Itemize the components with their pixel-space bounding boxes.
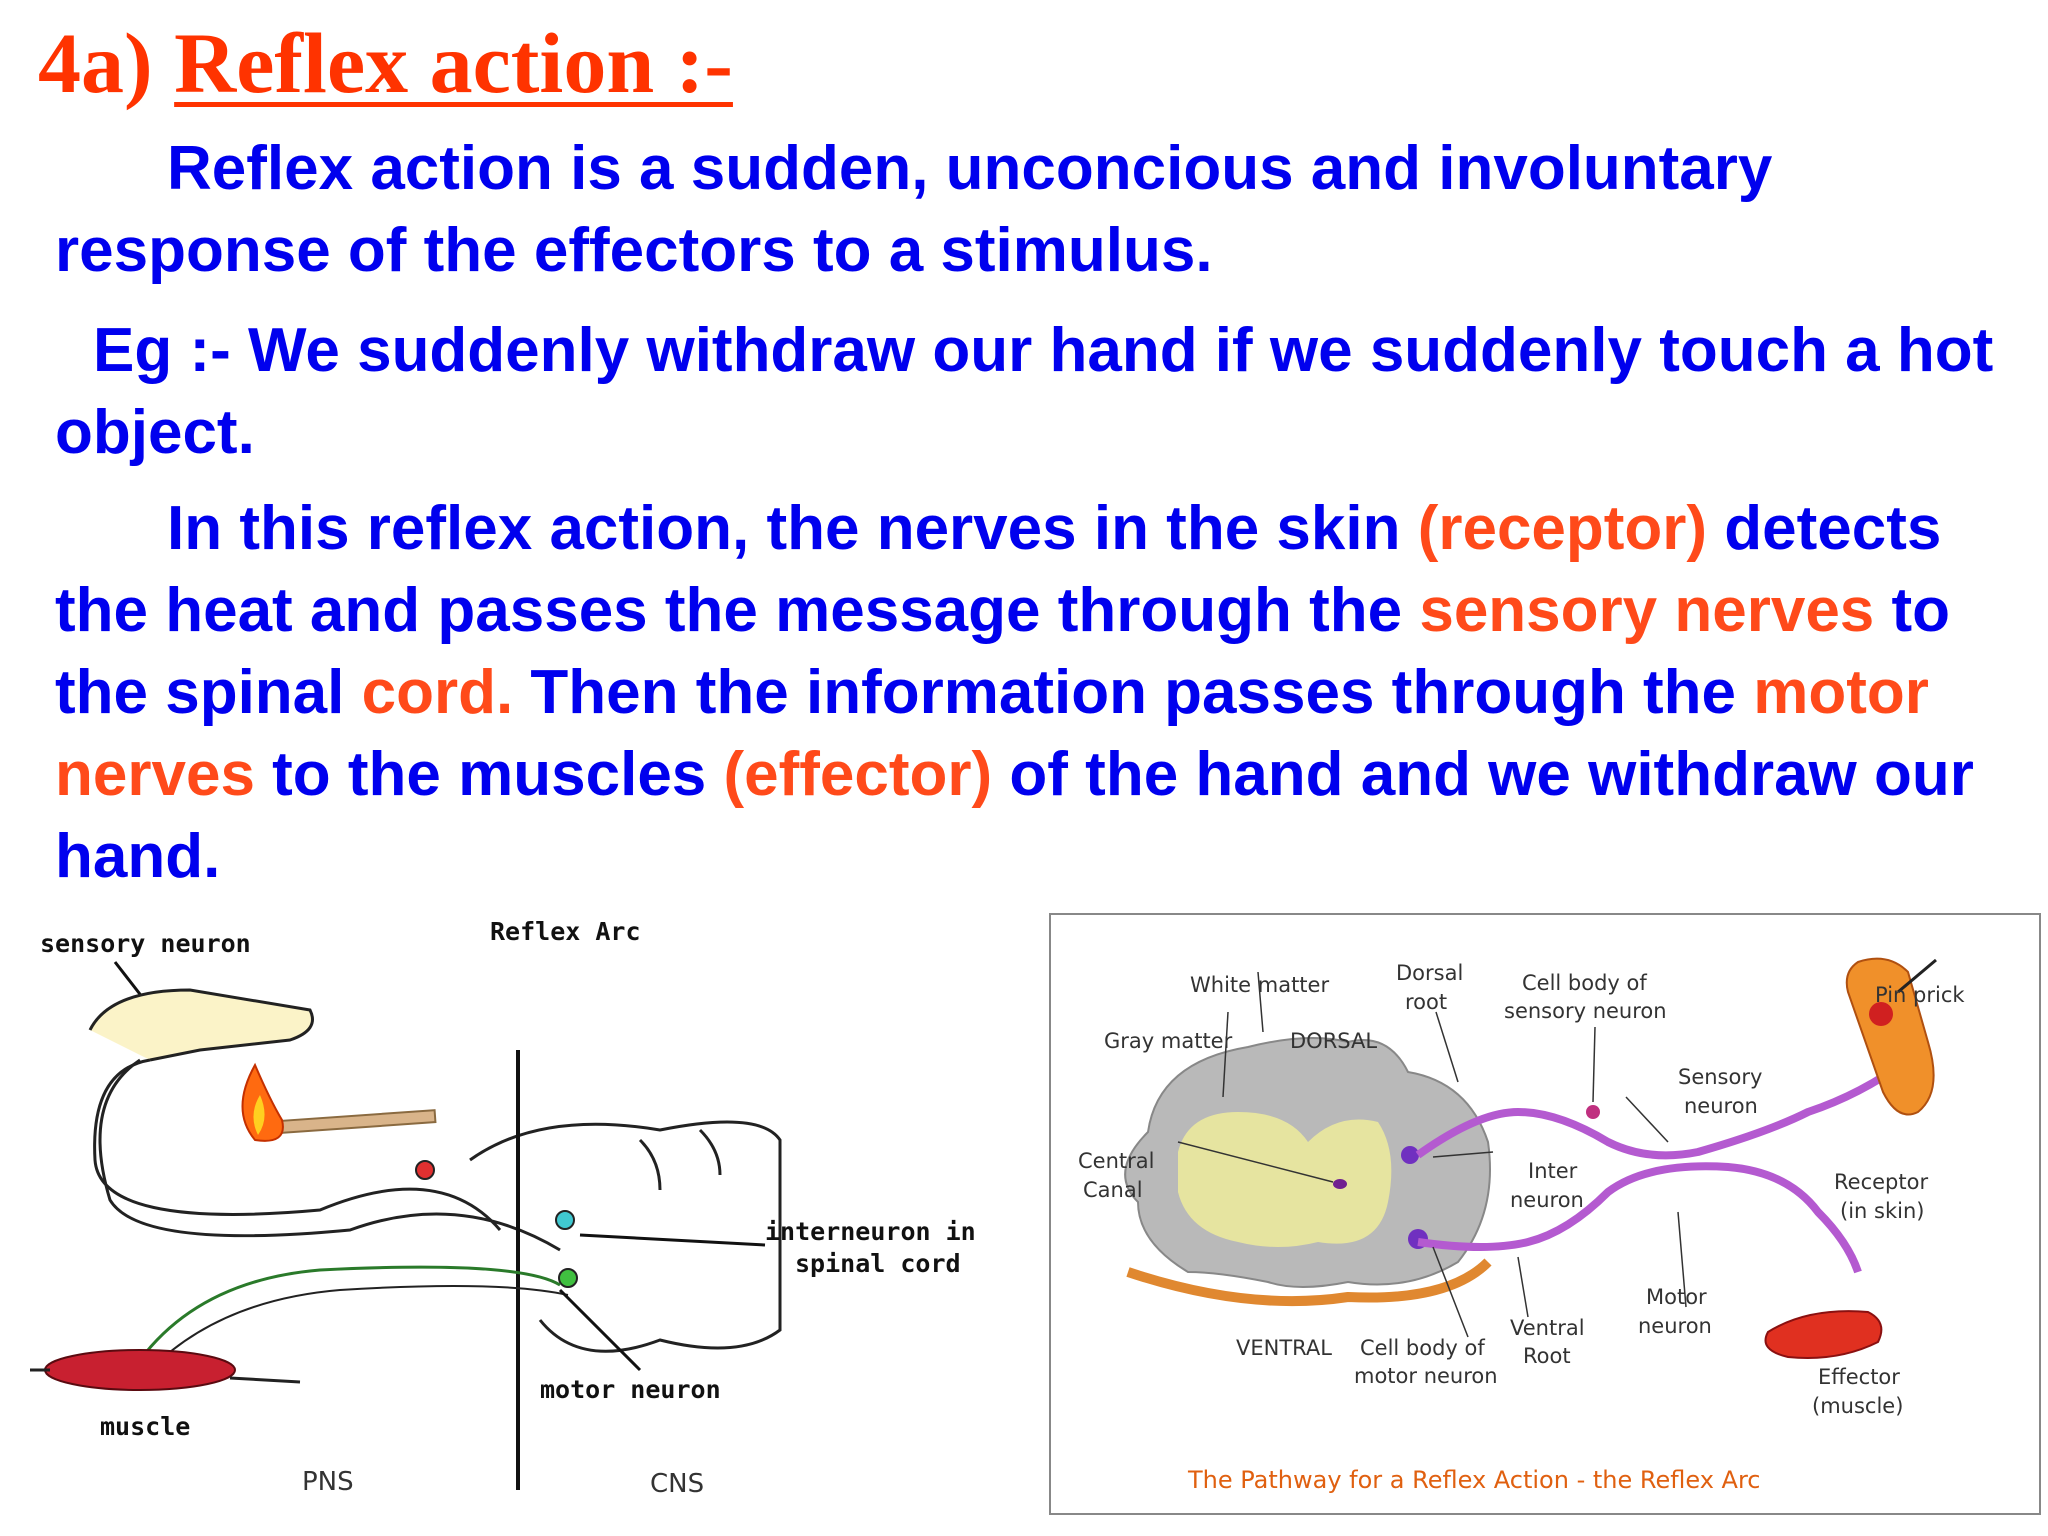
interneuron-label-1: interneuron in bbox=[765, 1217, 976, 1246]
spinal-cord-edge bbox=[1126, 1258, 1492, 1307]
sensory-nerves-highlight: sensory nerves bbox=[1419, 576, 1875, 645]
pin-prick-spot-icon bbox=[1869, 1002, 1893, 1026]
dorsal-root-label-2: root bbox=[1405, 990, 1447, 1014]
motor-neuron-cell-icon bbox=[558, 1268, 578, 1288]
heading-number: 4a) bbox=[38, 15, 153, 111]
sensory-neuron-right-label-1: Sensory bbox=[1678, 1065, 1762, 1089]
effector-label-1: Effector bbox=[1818, 1365, 1900, 1389]
receptor-label-1: Receptor bbox=[1834, 1170, 1928, 1194]
central-canal-label-2: Canal bbox=[1083, 1178, 1143, 1202]
arm-skin-icon bbox=[1845, 957, 1935, 1116]
explanation-text-2: detects the heat and passes the message … bbox=[55, 494, 1942, 645]
effector-muscle-icon bbox=[1764, 1310, 1883, 1359]
diagram-caption: The Pathway for a Reflex Action - the Re… bbox=[1187, 1466, 1760, 1494]
gray-matter-region bbox=[1178, 1112, 1392, 1247]
ventral-root-label-1: Ventral bbox=[1510, 1316, 1585, 1340]
cell-body-sensory-label-2: sensory neuron bbox=[1504, 999, 1667, 1023]
effector-highlight: (effector) bbox=[723, 740, 993, 809]
example-prefix: Eg :- bbox=[93, 316, 231, 385]
explanation-text-4: Then the information passes through the bbox=[513, 658, 1754, 727]
central-canal-icon bbox=[1333, 1179, 1347, 1189]
motor-neuron-pointer bbox=[558, 1288, 642, 1372]
left-diagram-title: Reflex Arc bbox=[490, 917, 641, 946]
cord-highlight: cord. bbox=[361, 658, 514, 727]
sensory-nerve-path bbox=[1415, 1048, 1921, 1160]
spinal-cord-outline bbox=[469, 1120, 782, 1353]
inter-neuron-label-1: Inter bbox=[1528, 1159, 1578, 1183]
muscle-icon bbox=[44, 1349, 236, 1391]
motor-pathway bbox=[138, 1265, 561, 1361]
dorsal-label: DORSAL bbox=[1290, 1029, 1377, 1053]
ventral-label: VENTRAL bbox=[1236, 1336, 1332, 1360]
flame-core-icon bbox=[253, 1095, 265, 1135]
explanation-text-5: to the muscles bbox=[254, 740, 724, 809]
example-paragraph: Eg :- We suddenly withdraw our hand if w… bbox=[55, 310, 2015, 474]
definition-paragraph: Reflex action is a sudden, unconcious an… bbox=[55, 134, 1773, 285]
dorsal-root-label-1: Dorsal bbox=[1396, 961, 1463, 985]
sensory-cell-body-icon bbox=[1586, 1105, 1600, 1119]
interneuron-pointer bbox=[579, 1233, 766, 1247]
receptor-label-2: (in skin) bbox=[1840, 1199, 1924, 1223]
pin-icon bbox=[1897, 958, 1937, 994]
explanation-text-1: In this reflex action, the nerves in the… bbox=[167, 494, 1418, 563]
effector-label-2: (muscle) bbox=[1812, 1394, 1903, 1418]
interneuron-icon bbox=[555, 1210, 575, 1230]
hand-icon bbox=[88, 988, 314, 1062]
reflex-arc-diagram: White matter Dorsal root Cell body of se… bbox=[1049, 913, 2041, 1515]
motor-neuron-right-label-2: neuron bbox=[1638, 1314, 1712, 1338]
explanation-text-3: to the spinal bbox=[55, 576, 1951, 727]
pin-prick-label: Pin prick bbox=[1875, 983, 1965, 1007]
receptor-highlight: (receptor) bbox=[1417, 494, 1708, 563]
gray-matter-label: Gray matter bbox=[1104, 1029, 1233, 1053]
dorsal-ganglion-icon bbox=[415, 1160, 435, 1180]
sensory-pathway-outer bbox=[98, 1058, 561, 1252]
cell-body-sensory-label-1: Cell body of bbox=[1522, 971, 1647, 995]
match-stick-icon bbox=[263, 1109, 437, 1136]
heading-title: Reflex action :- bbox=[174, 15, 733, 111]
example-text: We suddenly withdraw our hand if we sudd… bbox=[55, 316, 1994, 467]
sensory-pathway bbox=[93, 1058, 502, 1231]
inter-neuron-label-2: neuron bbox=[1510, 1188, 1584, 1212]
explanation-text-6: of the hand and we withdraw our hand. bbox=[55, 740, 1974, 891]
muscle-label: muscle bbox=[100, 1412, 190, 1441]
interneuron-cell-icon bbox=[1401, 1146, 1419, 1164]
motor-nerves-highlight: motor nerves bbox=[55, 658, 1929, 809]
motor-neuron-right-label-1: Motor bbox=[1646, 1285, 1707, 1309]
interneuron-label-2: spinal cord bbox=[795, 1249, 961, 1278]
white-matter-label: White matter bbox=[1190, 973, 1329, 997]
ventral-root-label-2: Root bbox=[1523, 1344, 1571, 1368]
page-heading: 4a) Reflex action :- bbox=[38, 18, 733, 108]
central-canal-label-1: Central bbox=[1078, 1149, 1154, 1173]
explanation-paragraph: In this reflex action, the nerves in the… bbox=[55, 488, 2015, 898]
reflex-arc-sketch: Reflex Arc sensory neuron interneuron in… bbox=[30, 917, 976, 1499]
cns-label: CNS bbox=[650, 1469, 704, 1499]
cell-body-motor-label-2: motor neuron bbox=[1354, 1364, 1498, 1388]
pns-label: PNS bbox=[302, 1467, 354, 1497]
cell-body-motor-label-1: Cell body of bbox=[1360, 1336, 1485, 1360]
sensory-neuron-right-label-2: neuron bbox=[1684, 1094, 1758, 1118]
motor-neuron-label: motor neuron bbox=[540, 1375, 721, 1404]
sensory-neuron-label: sensory neuron bbox=[40, 929, 251, 958]
motor-nerve-path bbox=[1417, 1162, 1862, 1274]
